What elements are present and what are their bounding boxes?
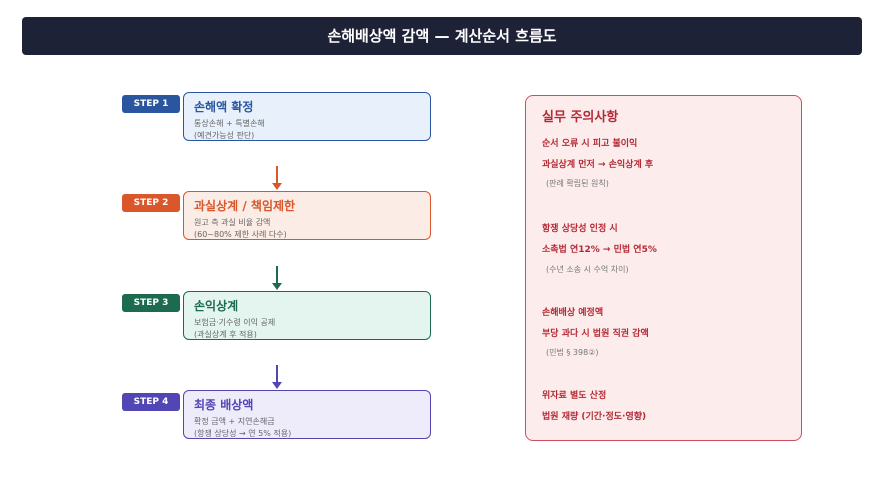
note-source: (수년 소송 시 수억 차이) xyxy=(546,265,629,274)
step-note: (과실상계 후 적용) xyxy=(194,330,257,339)
arrow-down-icon xyxy=(272,266,282,290)
arrow-down-icon xyxy=(272,365,282,389)
step-box: 손익상계 보험금·기수령 이익 공제 (과실상계 후 적용) xyxy=(183,291,431,340)
step-note: (60~80% 제한 사례 다수) xyxy=(194,230,287,239)
step-box: 손해액 확정 통상손해 + 특별손해 (예견가능성 판단) xyxy=(183,92,431,141)
arrow-down-icon xyxy=(272,166,282,190)
step-title: 손익상계 xyxy=(194,299,239,313)
note-detail: 소촉법 연12% → 민법 연5% xyxy=(542,245,657,255)
step-desc: 확정 금액 + 지연손해금 xyxy=(194,417,275,426)
note-detail: 부당 과다 시 법원 직권 감액 xyxy=(542,329,649,339)
notes-panel: 실무 주의사항 순서 오류 시 피고 불이익 과실상계 먼저 → 손익상계 후 … xyxy=(525,95,802,441)
note-detail: 법원 재량 (기간·정도·영향) xyxy=(542,412,647,422)
step-badge: STEP 2 xyxy=(122,194,180,212)
step-title: 과실상계 / 책임제한 xyxy=(194,199,296,213)
note-heading: 손해배상 예정액 xyxy=(542,308,604,318)
note-source: (민법 § 398②) xyxy=(546,348,599,357)
step-badge: STEP 4 xyxy=(122,393,180,411)
step-badge: STEP 3 xyxy=(122,294,180,312)
note-heading: 위자료 별도 산정 xyxy=(542,391,607,401)
note-detail: 과실상계 먼저 → 손익상계 후 xyxy=(542,160,654,170)
step-box: 최종 배상액 확정 금액 + 지연손해금 (항쟁 상당성 → 연 5% 적용) xyxy=(183,390,431,439)
step-desc: 원고 측 과실 비율 감액 xyxy=(194,218,271,227)
page-title: 손해배상액 감액 — 계산순서 흐름도 xyxy=(22,17,862,55)
step-badge: STEP 1 xyxy=(122,95,180,113)
step-desc: 보험금·기수령 이익 공제 xyxy=(194,318,276,327)
step-note: (예견가능성 판단) xyxy=(194,131,255,140)
step-title: 최종 배상액 xyxy=(194,398,254,412)
note-source: (판례 확립된 원칙) xyxy=(546,179,609,188)
step-note: (항쟁 상당성 → 연 5% 적용) xyxy=(194,429,292,438)
step-title: 손해액 확정 xyxy=(194,100,254,114)
note-heading: 순서 오류 시 피고 불이익 xyxy=(542,139,638,149)
step-box: 과실상계 / 책임제한 원고 측 과실 비율 감액 (60~80% 제한 사례 … xyxy=(183,191,431,240)
note-heading: 항쟁 상당성 인정 시 xyxy=(542,224,618,234)
notes-title: 실무 주의사항 xyxy=(542,110,619,125)
step-desc: 통상손해 + 특별손해 xyxy=(194,119,265,128)
